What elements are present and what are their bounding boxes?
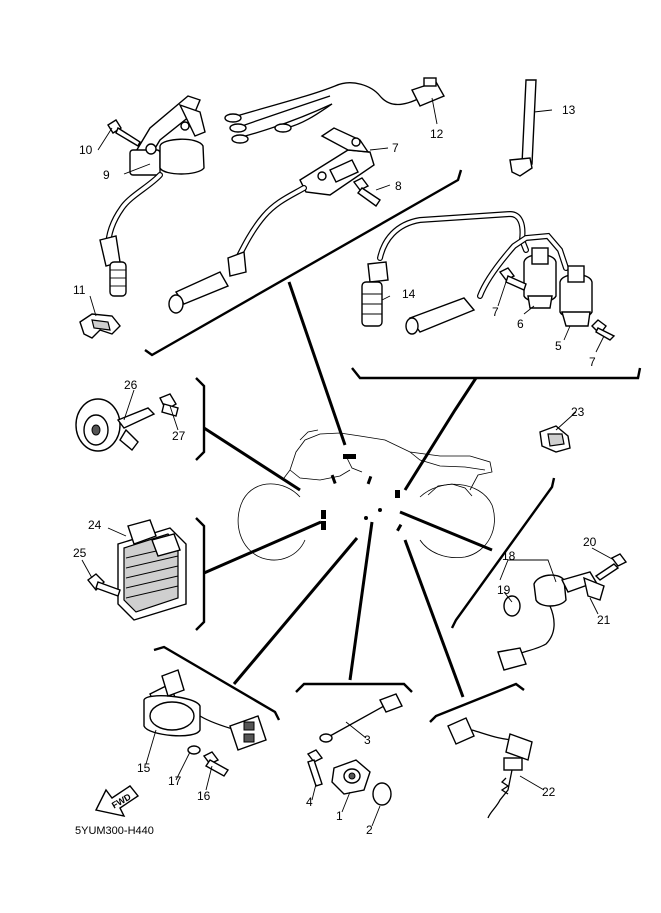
o-ring-2 (372, 782, 392, 806)
switch-24 (539, 425, 571, 453)
bolt-17 (202, 751, 230, 777)
speed-sensor-19 (497, 571, 605, 671)
callout-18: 17 (168, 774, 182, 788)
callout-4: 4 (306, 795, 313, 809)
pointer-lines (203, 281, 493, 698)
callout-7a: 7 (492, 305, 499, 319)
ignition-unit-8 (168, 127, 375, 314)
leader-lines (81, 97, 615, 827)
callout-3: 3 (364, 733, 371, 747)
callout-13: 12 (430, 127, 444, 141)
callout-26: 25 (73, 546, 87, 560)
callout-8: 7 (392, 141, 399, 155)
ignition-coils-5-6 (361, 210, 593, 335)
callout-24: 23 (571, 405, 585, 419)
callout-27: 26 (124, 378, 138, 392)
callout-10: 9 (103, 168, 110, 182)
callout-numbers: 10 9 12 13 7 8 11 14 7 6 5 7 26 27 23 24… (73, 103, 611, 837)
bolt-11 (107, 119, 141, 147)
bolt-4 (306, 749, 324, 787)
callout-25: 24 (88, 518, 102, 532)
cable-tie-14 (509, 79, 537, 177)
callout-14: 13 (562, 103, 576, 117)
washer-18 (187, 745, 201, 755)
callout-20: 19 (497, 583, 511, 597)
callout-12: 11 (73, 283, 86, 297)
fwd-arrow-icon: FWD (94, 785, 140, 817)
clamp-12 (79, 313, 121, 339)
callout-19: 18 (502, 549, 516, 563)
bolt-26 (87, 573, 121, 597)
o-ring-20 (503, 595, 521, 617)
figure-code: 5YUM300-H440 (75, 825, 154, 837)
group-brackets (144, 169, 642, 723)
callout-17: 16 (197, 789, 211, 803)
sensor-23 (447, 717, 533, 819)
switch-1 (331, 759, 371, 795)
callout-15: 14 (402, 287, 416, 301)
callout-5: 5 (555, 339, 562, 353)
bolt-7-lower (591, 319, 616, 341)
callout-6: 6 (517, 317, 524, 331)
bolt-9 (352, 177, 381, 207)
bolt-21 (594, 553, 628, 581)
ground-lead-3 (319, 693, 403, 743)
horn-27 (75, 398, 156, 452)
callout-2: 2 (366, 823, 373, 837)
callout-21: 20 (583, 535, 597, 549)
bolt-28 (159, 393, 179, 417)
callout-22: 21 (597, 613, 611, 627)
bolt-7-upper (498, 267, 527, 291)
starter-relay-16 (143, 669, 267, 751)
rectifier-regulator-25 (117, 519, 187, 621)
motorcycle-silhouette (237, 429, 495, 561)
callout-9: 8 (395, 179, 402, 193)
callout-28: 27 (172, 429, 186, 443)
callout-1: 1 (336, 809, 343, 823)
callout-23: 22 (542, 785, 556, 799)
callout-7b: 7 (589, 355, 596, 369)
callout-16: 15 (137, 761, 151, 775)
wire-lead-13 (224, 77, 446, 144)
callout-11: 10 (79, 143, 93, 157)
